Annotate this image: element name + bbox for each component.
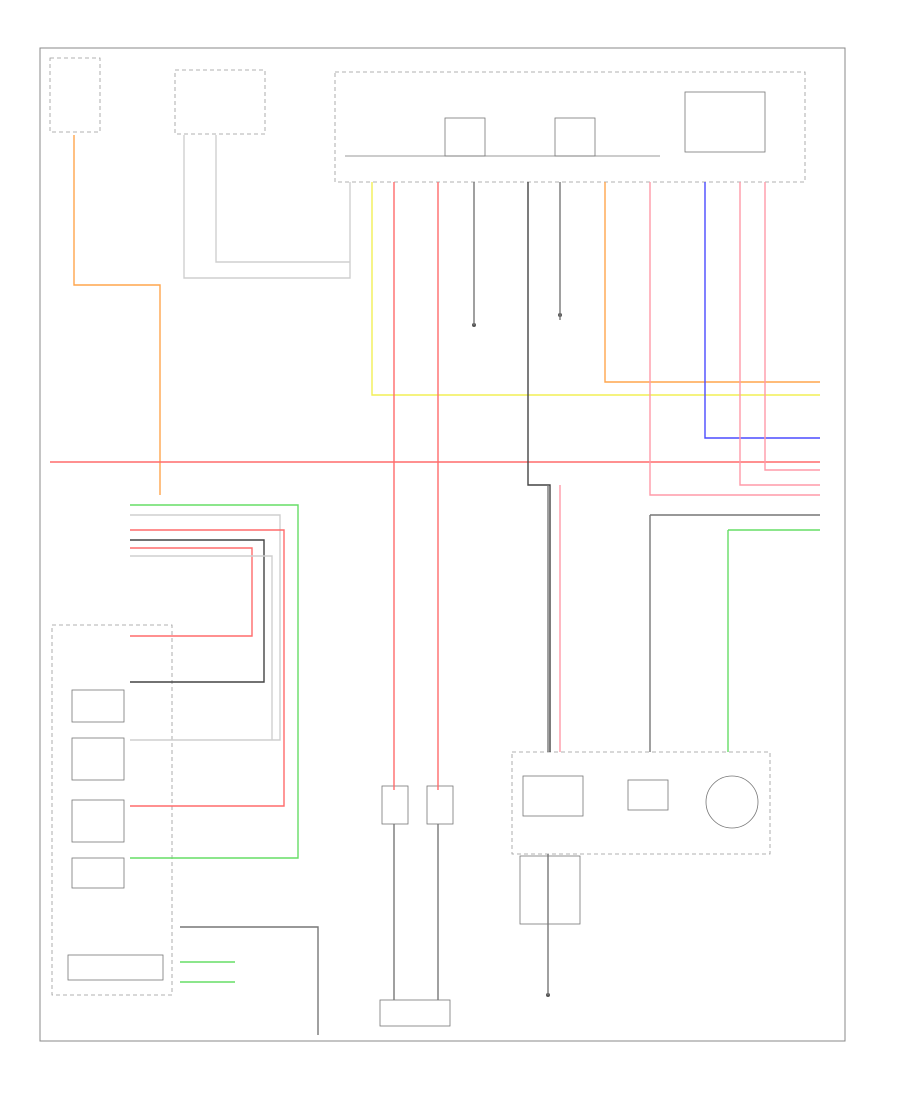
switch-1: [71, 689, 125, 723]
wire-layer: [50, 135, 820, 1035]
wire-red-22: [130, 547, 253, 637]
wire-dark-24: [130, 539, 265, 683]
wire-orange-4: [604, 182, 820, 383]
module-sub-1: [522, 775, 584, 817]
wire-green-17: [727, 529, 820, 752]
ground-connector: [379, 999, 451, 1027]
wire-dark-11: [527, 182, 551, 752]
wire-lightgray-21: [130, 514, 281, 741]
switch-2: [71, 737, 125, 781]
wire-lightgray-19: [215, 135, 350, 263]
wire-gray-26: [393, 824, 439, 1000]
wire-green-20: [130, 504, 299, 859]
wire-pink-7: [739, 182, 820, 486]
right-lamp: [426, 785, 454, 825]
wire-gray-16: [649, 514, 820, 752]
control-module-box: [51, 624, 173, 996]
module-sub-2: [627, 779, 669, 811]
switch-3: [71, 799, 125, 843]
wire-gray-29: [180, 926, 319, 1035]
wire-pink-6: [649, 182, 820, 496]
wire-green-28: [180, 961, 235, 983]
wire-blue-5: [704, 182, 820, 439]
fuse-box-center: [174, 69, 266, 135]
lower-switch: [519, 855, 581, 925]
right-module-box: [511, 751, 771, 855]
wire-lightgray-25: [130, 555, 273, 740]
relay-3: [684, 91, 766, 153]
wire-orange-1: [73, 135, 161, 495]
module-circle: [705, 775, 759, 829]
left-lamp: [381, 785, 409, 825]
wire-yellow-3: [371, 182, 820, 396]
wire-lightgray-18: [183, 135, 351, 279]
relay-block: [334, 71, 806, 183]
relay-2: [554, 117, 596, 157]
wire-red-23: [130, 529, 285, 807]
relay-1: [444, 117, 486, 157]
diagram-frame: [39, 47, 846, 1042]
wire-pink-8: [764, 182, 820, 471]
fuse-box-left: [49, 57, 101, 133]
motor-block: [67, 954, 164, 981]
switch-4: [71, 857, 125, 889]
